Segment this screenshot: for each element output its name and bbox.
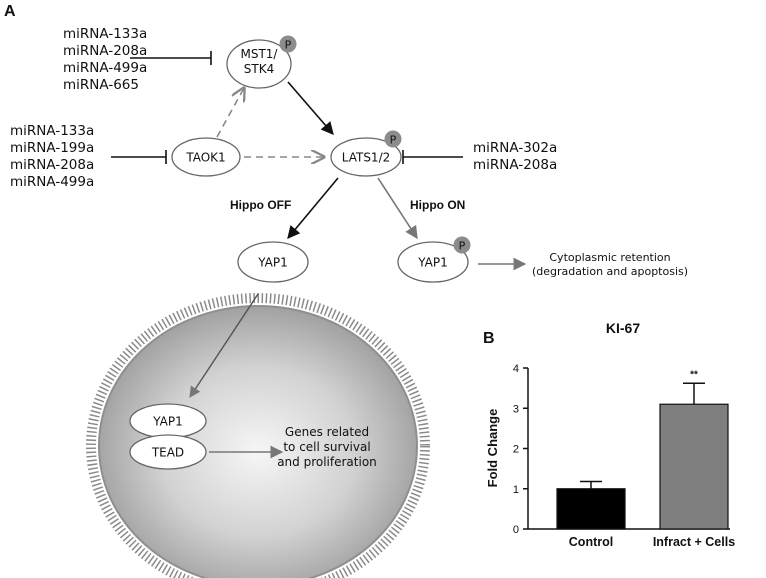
chart-title: KI-67 bbox=[606, 320, 640, 336]
mirna-item: miRNA-133a bbox=[63, 26, 147, 42]
node-yap1-nuclear: YAP1 bbox=[129, 403, 207, 439]
mirna-group-mst1: miRNA-133a miRNA-208a miRNA-499a miRNA-6… bbox=[63, 26, 147, 93]
mirna-item: miRNA-302a bbox=[473, 140, 557, 156]
inhibit-mst1 bbox=[130, 51, 212, 65]
mirna-item: miRNA-665 bbox=[63, 77, 139, 93]
node-yap1-on: YAP1 bbox=[397, 241, 469, 283]
svg-text:YAP1: YAP1 bbox=[417, 256, 447, 270]
node-yap1-off: YAP1 bbox=[237, 241, 309, 283]
x-tick-label: Infract + Cells bbox=[653, 535, 735, 549]
y-tick-label: 1 bbox=[513, 484, 519, 496]
inhibit-taok1 bbox=[111, 150, 167, 164]
x-tick-label: Control bbox=[569, 535, 613, 549]
y-tick-label: 4 bbox=[513, 363, 519, 375]
arrow-lats-to-yap1-off bbox=[287, 177, 339, 239]
cell-membrane bbox=[86, 293, 430, 578]
node-tead: TEAD bbox=[129, 434, 207, 470]
mirna-item: miRNA-208a bbox=[63, 43, 147, 59]
y-tick-label: 2 bbox=[513, 444, 519, 456]
significance-marker: ** bbox=[690, 369, 698, 380]
svg-text:P: P bbox=[390, 134, 397, 147]
svg-text:YAP1: YAP1 bbox=[257, 256, 287, 270]
mst1-label-line1: MST1/ bbox=[241, 47, 279, 61]
svg-text:Cytoplasmic retention: Cytoplasmic retention bbox=[549, 251, 670, 264]
svg-text:to cell survival: to cell survival bbox=[283, 440, 370, 454]
svg-text:(degradation and apoptosis): (degradation and apoptosis) bbox=[532, 265, 688, 278]
y-tick-label: 3 bbox=[513, 403, 519, 415]
lats-label: LATS1/2 bbox=[342, 151, 391, 165]
bar-2 bbox=[659, 403, 729, 530]
panel-a-letter: A bbox=[4, 3, 16, 20]
phospho-badge-lats: P bbox=[384, 130, 402, 148]
svg-text:YAP1: YAP1 bbox=[152, 415, 182, 429]
node-mst1: MST1/ STK4 bbox=[226, 39, 292, 89]
mirna-item: miRNA-499a bbox=[63, 60, 147, 76]
mirna-item: miRNA-208a bbox=[473, 157, 557, 173]
inhibit-lats bbox=[402, 150, 463, 164]
node-lats: LATS1/2 bbox=[330, 137, 402, 177]
mirna-item: miRNA-133a bbox=[10, 123, 94, 139]
mirna-item: miRNA-199a bbox=[10, 140, 94, 156]
y-axis-label: Fold Change bbox=[485, 409, 500, 488]
svg-text:and proliferation: and proliferation bbox=[277, 455, 377, 469]
hippo-off-label: Hippo OFF bbox=[230, 198, 291, 212]
taok1-label: TAOK1 bbox=[185, 151, 225, 165]
mirna-item: miRNA-208a bbox=[10, 157, 94, 173]
mirna-item: miRNA-499a bbox=[10, 174, 94, 190]
svg-text:TEAD: TEAD bbox=[151, 446, 184, 460]
genes-label: Genes related to cell survival and proli… bbox=[277, 425, 377, 469]
mst1-label-line2: STK4 bbox=[244, 62, 274, 76]
cytoplasmic-retention-label: Cytoplasmic retention (degradation and a… bbox=[532, 251, 688, 278]
node-taok1: TAOK1 bbox=[171, 137, 241, 177]
arrow-lats-to-yap1-on bbox=[377, 177, 418, 240]
mirna-group-lats: miRNA-302a miRNA-208a bbox=[473, 140, 557, 173]
arrow-mst1-to-lats bbox=[287, 81, 334, 135]
svg-text:P: P bbox=[285, 39, 292, 52]
phospho-badge-yap1: P bbox=[453, 236, 471, 254]
svg-text:P: P bbox=[459, 240, 466, 253]
phospho-badge-mst1: P bbox=[279, 35, 297, 53]
arrow-yap1-to-nucleus bbox=[189, 293, 259, 398]
arrow-taok1-to-mst1 bbox=[216, 88, 244, 138]
hippo-on-label: Hippo ON bbox=[410, 198, 465, 212]
panel-b-letter: B bbox=[483, 330, 495, 347]
y-tick-label: 0 bbox=[513, 524, 519, 536]
bar-1 bbox=[556, 488, 626, 530]
svg-text:Genes related: Genes related bbox=[285, 425, 369, 439]
mirna-group-taok1: miRNA-133a miRNA-199a miRNA-208a miRNA-4… bbox=[10, 123, 94, 190]
